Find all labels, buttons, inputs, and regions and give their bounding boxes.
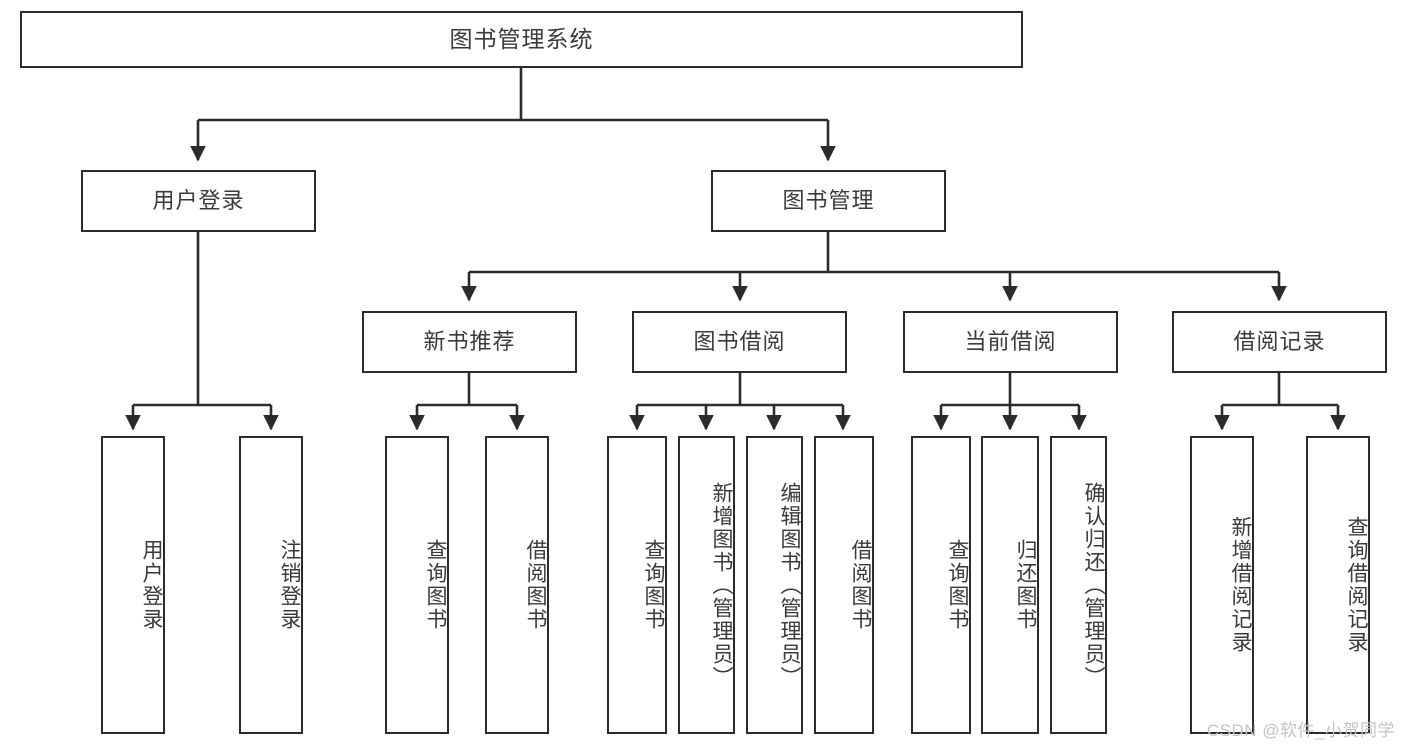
leaf-query-borrow-record[interactable]: 查询借阅记录 xyxy=(1306,436,1370,734)
node-user-login[interactable]: 用户登录 xyxy=(81,170,316,232)
leaf-return-book[interactable]: 归还图书 xyxy=(981,436,1039,734)
leaf-label: 借阅图书 xyxy=(524,539,547,631)
leaf-query-book-recommend[interactable]: 查询图书 xyxy=(385,436,449,734)
node-new-book-recommend[interactable]: 新书推荐 xyxy=(362,311,577,373)
leaf-label: 用户登录 xyxy=(140,539,163,631)
leaf-query-book-current[interactable]: 查询图书 xyxy=(911,436,971,734)
leaf-label: 查询图书 xyxy=(424,539,447,631)
leaf-label: 归还图书 xyxy=(1014,539,1037,631)
leaf-label: 新增图书（管理员） xyxy=(710,481,733,689)
leaf-user-login[interactable]: 用户登录 xyxy=(101,436,165,734)
leaf-query-book-borrow[interactable]: 查询图书 xyxy=(607,436,667,734)
watermark-csdn: CSDN @软件_小贺同学 xyxy=(1206,721,1395,740)
leaf-borrow-book-recommend[interactable]: 借阅图书 xyxy=(485,436,549,734)
node-borrow-record[interactable]: 借阅记录 xyxy=(1172,311,1387,373)
leaf-add-book-admin[interactable]: 新增图书（管理员） xyxy=(678,436,735,734)
leaf-label: 编辑图书（管理员） xyxy=(778,481,801,689)
node-root-system[interactable]: 图书管理系统 xyxy=(20,11,1023,68)
node-book-manage[interactable]: 图书管理 xyxy=(711,170,946,232)
leaf-label: 查询图书 xyxy=(642,539,665,631)
node-current-borrow[interactable]: 当前借阅 xyxy=(903,311,1118,373)
node-book-borrow[interactable]: 图书借阅 xyxy=(632,311,847,373)
leaf-confirm-return-admin[interactable]: 确认归还（管理员） xyxy=(1050,436,1107,734)
leaf-label: 确认归还（管理员） xyxy=(1082,481,1105,689)
leaf-logout-login[interactable]: 注销登录 xyxy=(239,436,303,734)
leaf-label: 注销登录 xyxy=(278,539,301,631)
leaf-label: 借阅图书 xyxy=(849,539,872,631)
leaf-add-borrow-record[interactable]: 新增借阅记录 xyxy=(1190,436,1254,734)
leaf-borrow-book[interactable]: 借阅图书 xyxy=(814,436,874,734)
leaf-label: 查询借阅记录 xyxy=(1345,516,1368,654)
leaf-edit-book-admin[interactable]: 编辑图书（管理员） xyxy=(746,436,803,734)
leaf-label: 查询图书 xyxy=(946,539,969,631)
leaf-label: 新增借阅记录 xyxy=(1229,516,1252,654)
